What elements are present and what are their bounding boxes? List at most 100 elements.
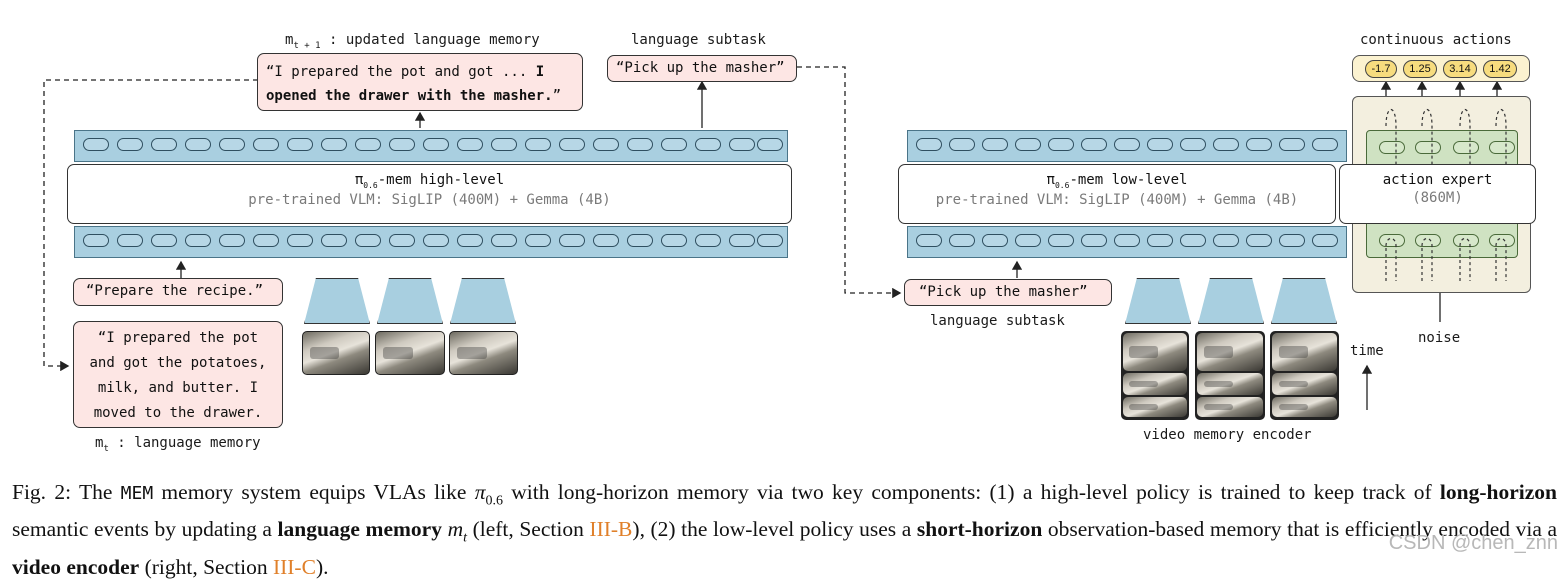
token: [949, 234, 975, 247]
video-frame-stack: [1195, 331, 1265, 420]
token: [1147, 234, 1173, 247]
token: [1180, 234, 1206, 247]
camera-frame: [1197, 333, 1263, 371]
action-expert-box: action expert (860M): [1339, 164, 1536, 224]
video-memory-encoder-label: video memory encoder: [1143, 427, 1312, 443]
video-frame-stack: [1270, 331, 1339, 420]
token: [695, 234, 721, 247]
token: [695, 138, 721, 151]
high-level-subtask-label: language subtask: [631, 32, 766, 48]
low-level-input-tokens: [907, 226, 1347, 258]
token: [117, 138, 143, 151]
token: [1246, 234, 1272, 247]
token: [757, 234, 783, 247]
token: [1312, 138, 1338, 151]
token: [287, 138, 313, 151]
token: [949, 138, 975, 151]
video-encoder-block: [1198, 278, 1264, 324]
watermark: CSDN @chen_znn: [1388, 532, 1558, 554]
language-memory-label: mt : language memory: [95, 435, 261, 454]
token: [593, 234, 619, 247]
token: [1279, 138, 1305, 151]
high-level-model-box: π0.6-mem high-level pre-trained VLM: Sig…: [67, 164, 792, 224]
action-value: 1.42: [1483, 60, 1517, 78]
camera-frame: [1272, 373, 1337, 395]
token: [1114, 138, 1140, 151]
token: [117, 234, 143, 247]
token: [729, 138, 755, 151]
camera-frame: [1197, 373, 1263, 395]
time-label: time: [1350, 343, 1384, 359]
token: [916, 234, 942, 247]
token: [321, 234, 347, 247]
high-level-output-tokens: [74, 130, 788, 162]
token: [593, 138, 619, 151]
token: [151, 234, 177, 247]
low-level-model-box: π0.6-mem low-level pre-trained VLM: SigL…: [898, 164, 1336, 224]
token: [321, 138, 347, 151]
token: [1213, 234, 1239, 247]
token: [1114, 234, 1140, 247]
token: [355, 234, 381, 247]
token: [1279, 234, 1305, 247]
action-expert-params: (860M): [1412, 190, 1463, 206]
action-value: 1.25: [1403, 60, 1437, 78]
token: [1489, 234, 1515, 247]
token: [1489, 141, 1515, 154]
action-expert-flow-lines: [1385, 108, 1507, 281]
token: [661, 234, 687, 247]
token: [185, 138, 211, 151]
token: [253, 138, 279, 151]
token: [491, 138, 517, 151]
token: [627, 234, 653, 247]
connector-lines: [43, 66, 1503, 410]
token: [1048, 234, 1074, 247]
continuous-actions-label: continuous actions: [1360, 32, 1512, 48]
token: [1379, 141, 1405, 154]
token: [1048, 138, 1074, 151]
token: [457, 234, 483, 247]
token: [1379, 234, 1405, 247]
low-level-model-subtitle: pre-trained VLM: SigLIP (400M) + Gemma (…: [935, 191, 1299, 208]
token: [982, 234, 1008, 247]
token: [185, 234, 211, 247]
token: [525, 138, 551, 151]
token: [1180, 138, 1206, 151]
token: [627, 138, 653, 151]
action-value: 3.14: [1443, 60, 1477, 78]
token: [757, 138, 783, 151]
token: [219, 138, 245, 151]
token: [253, 234, 279, 247]
camera-frame: [375, 331, 445, 375]
camera-frame: [1272, 333, 1337, 371]
continuous-actions-box: -1.7 1.25 3.14 1.42: [1352, 55, 1530, 82]
token: [457, 138, 483, 151]
token: [389, 138, 415, 151]
high-level-model-title: π0.6-mem high-level: [354, 172, 505, 190]
token: [1415, 141, 1441, 154]
token: [389, 234, 415, 247]
camera-frame: [1123, 397, 1187, 417]
token: [1453, 234, 1479, 247]
token: [1246, 138, 1272, 151]
token: [982, 138, 1008, 151]
high-level-input-tokens: [74, 226, 788, 258]
camera-frame: [1123, 333, 1187, 371]
camera-frame: [1123, 373, 1187, 395]
token: [1081, 234, 1107, 247]
token: [219, 234, 245, 247]
action-value: -1.7: [1365, 60, 1397, 78]
token: [355, 138, 381, 151]
token: [1312, 234, 1338, 247]
camera-frame: [302, 331, 370, 375]
task-prompt-box: “Prepare the recipe.”: [73, 278, 283, 306]
token: [287, 234, 313, 247]
figure-caption: Fig. 2: The MEM memory system equips VLA…: [12, 480, 1558, 579]
token: [559, 138, 585, 151]
noise-label: noise: [1418, 330, 1461, 346]
low-level-subtask-box: “Pick up the masher”: [904, 279, 1112, 306]
token: [1081, 138, 1107, 151]
low-level-model-title: π0.6-mem low-level: [1046, 172, 1188, 190]
token: [1213, 138, 1239, 151]
token: [1015, 234, 1041, 247]
